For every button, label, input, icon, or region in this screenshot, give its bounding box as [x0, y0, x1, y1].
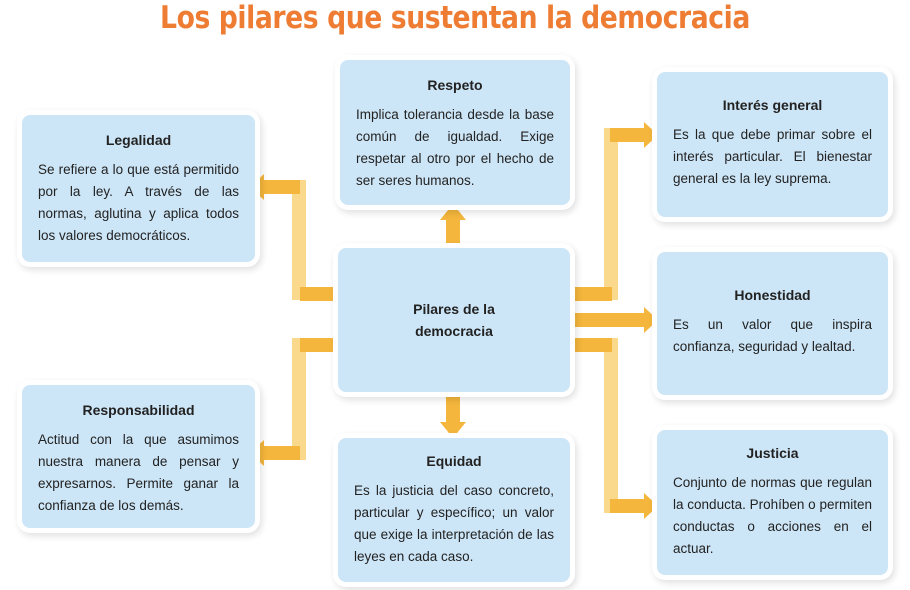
- pillar-equidad: Equidad Es la justicia del caso concreto,…: [338, 438, 570, 582]
- connector-left-top-stub: [300, 287, 340, 301]
- pillar-title: Honestidad: [734, 287, 811, 303]
- pillar-text: Se refiere a lo que está permitido por l…: [38, 162, 239, 243]
- arrow-to-responsabilidad: [250, 440, 264, 466]
- pillar-title: Responsabilidad: [82, 402, 195, 418]
- pillar-title: Equidad: [426, 453, 482, 469]
- connector-right-bottom-vertical: [604, 338, 618, 513]
- pillar-text: Conjunto de normas que regulan la conduc…: [673, 475, 872, 556]
- pillar-text: Es la que debe primar sobre el interés p…: [673, 127, 872, 186]
- arrow-to-equidad: [440, 422, 466, 438]
- arrow-to-respeto: [440, 204, 466, 220]
- connector-right-top-stub: [570, 287, 612, 301]
- pillar-title: Justicia: [746, 445, 799, 461]
- pillar-title: Legalidad: [105, 132, 172, 148]
- pillar-legalidad: Legalidad Se refiere a lo que está permit…: [22, 115, 255, 262]
- pillar-honestidad: Honestidad Es un valor que inspira confia…: [657, 252, 888, 395]
- pillar-text: Implica tolerancia desde la base común d…: [356, 107, 554, 188]
- connector-left-bottom-vertical: [292, 338, 306, 460]
- connector-right-bottom-stub: [570, 338, 612, 352]
- connector-left-bottom-stub: [300, 338, 340, 352]
- center-line-2: democracia: [415, 323, 493, 339]
- pillar-interes-general: Interés general Es la que debe primar sob…: [657, 72, 888, 217]
- pillar-text: Es la justicia del caso concreto, partic…: [354, 483, 554, 564]
- center-node: Pilares de la democracia: [338, 248, 570, 392]
- pillar-text: Actitud con la que asumimos nuestra mane…: [38, 432, 239, 513]
- pillar-text: Es un valor que inspira confianza, segur…: [673, 317, 872, 354]
- pillar-title: Interés general: [722, 97, 823, 113]
- pillar-title: Respeto: [427, 77, 483, 93]
- center-line-1: Pilares de la: [413, 301, 495, 317]
- connector-right-top-vertical: [604, 128, 618, 300]
- arrow-to-justicia: [644, 493, 658, 519]
- arrow-to-legalidad: [250, 174, 264, 200]
- connector-left-top-vertical: [292, 180, 306, 300]
- diagram-title: Los pilares que sustentan la democracia: [160, 0, 750, 36]
- arrow-to-interes-general: [644, 122, 658, 148]
- arrow-to-honestidad: [644, 307, 658, 333]
